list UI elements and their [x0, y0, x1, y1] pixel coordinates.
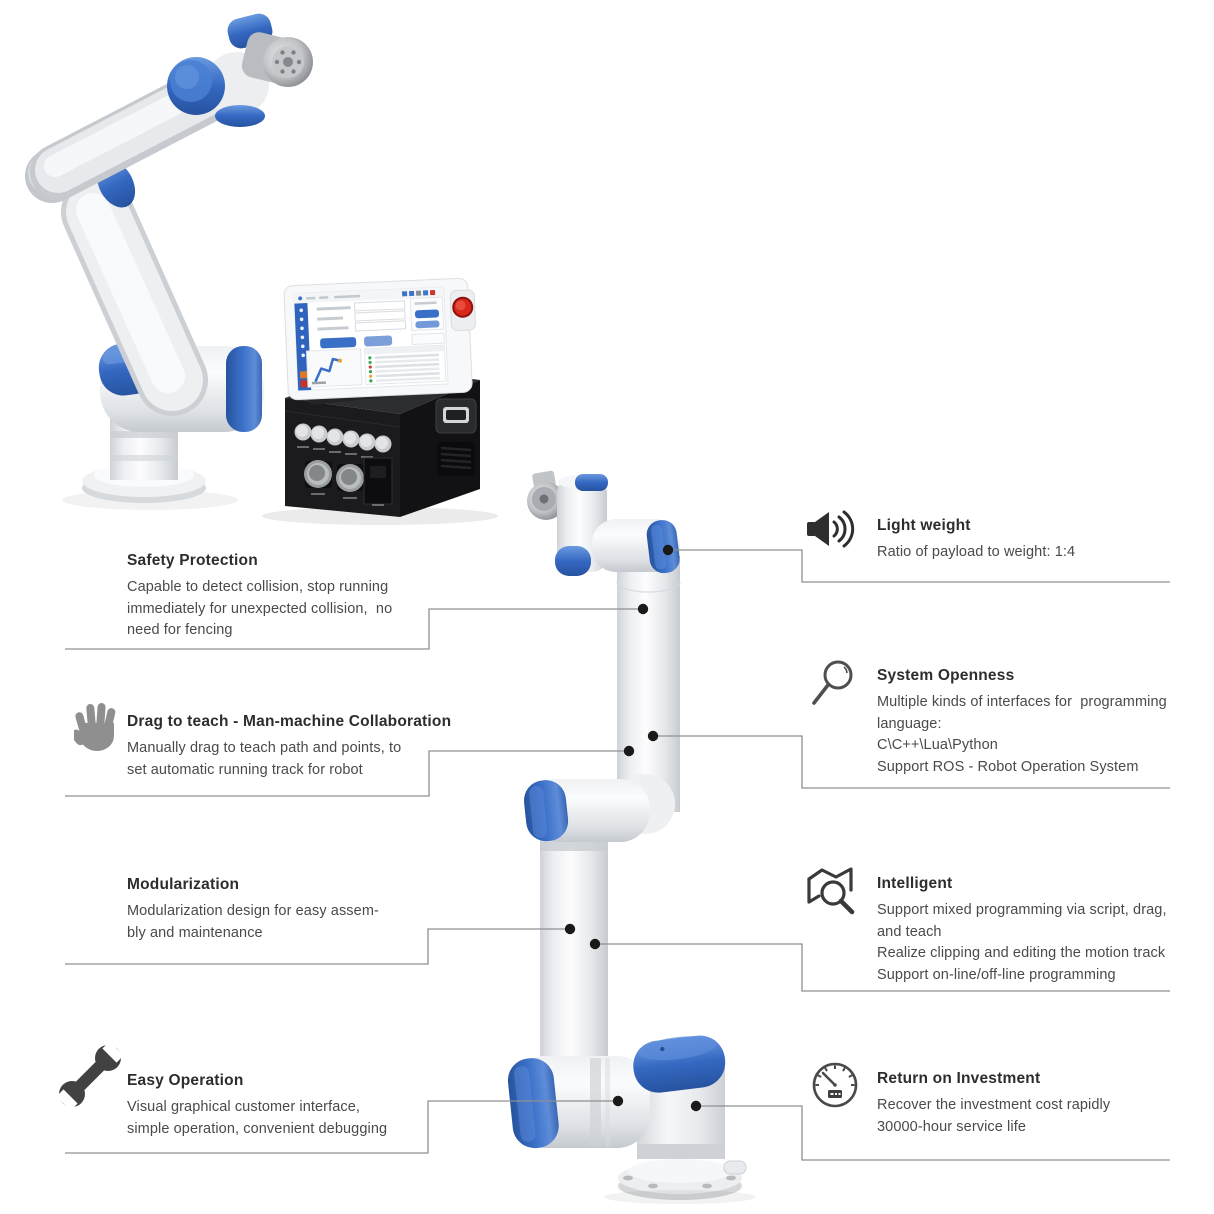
feature-robot-elbow	[523, 774, 675, 842]
callout-line-safety	[65, 608, 643, 650]
callout-line-drag	[65, 750, 629, 797]
magnifier-icon	[810, 658, 860, 715]
callout-lines	[65, 549, 1170, 1161]
control-box-handle	[435, 398, 477, 434]
feature-text-line: Support mixed programming via script, dr…	[877, 902, 1167, 918]
feature-return-on-investment: Return on Investment Recover the investm…	[877, 1069, 1197, 1138]
feature-text-line: need for fencing	[127, 622, 233, 638]
feature-text-line: Modularization design for easy assem-	[127, 903, 379, 919]
feature-text-line: Support on-line/off-line programming	[877, 966, 1116, 983]
feature-text-line: Realize clipping and editing the motion …	[877, 945, 1166, 961]
feature-robot-upper-tube	[617, 556, 680, 812]
map-search-icon	[806, 864, 862, 921]
callout-line-intelligent	[595, 943, 1170, 992]
feature-text-line: Manually drag to teach path and points, …	[127, 740, 402, 756]
callout-line-modularization	[65, 928, 570, 965]
feature-intelligent: Intelligent Support mixed programming vi…	[877, 874, 1207, 986]
feature-modularization: Modularization Modularization design for…	[127, 875, 457, 944]
callout-line-roi	[696, 1105, 1170, 1161]
emergency-stop-button	[452, 296, 474, 318]
feature-system-openness: System Openness Multiple kinds of interf…	[877, 666, 1207, 778]
feature-drag-to-teach: Drag to teach - Man-machine Collaboratio…	[127, 712, 507, 781]
feature-robot	[507, 470, 756, 1204]
feature-title: Return on Investment	[877, 1070, 1041, 1087]
feature-title: Safety Protection	[127, 552, 258, 569]
speaker-icon	[806, 509, 862, 554]
wrench-icon	[56, 1041, 124, 1115]
hand-icon	[71, 702, 120, 761]
feature-text-line: Recover the investment cost rapidly	[877, 1097, 1111, 1113]
feature-title: Easy Operation	[127, 1072, 244, 1089]
control-box-connectors	[304, 460, 364, 499]
callout-line-easy-operation	[65, 1100, 618, 1154]
robot-tool-flange	[227, 13, 313, 87]
callout-line-light-weight	[668, 549, 1170, 583]
feature-easy-operation: Easy Operation Visual graphical customer…	[127, 1071, 457, 1140]
teach-pendant	[283, 277, 476, 405]
feature-text-line: Visual graphical customer interface,	[127, 1099, 361, 1115]
feature-text-line: Capable to detect collision, stop runnin…	[127, 579, 389, 595]
feature-text-line: bly and maintenance	[127, 924, 263, 941]
robot-upper-arm	[61, 176, 208, 416]
feature-robot-wrist	[527, 470, 680, 576]
feature-title: System Openness	[877, 667, 1015, 684]
feature-light-weight: Light weight Ratio of payload to weight:…	[877, 516, 1197, 564]
feature-robot-base	[507, 1035, 756, 1204]
feature-text-line: immediately for unexpected collision, no	[127, 600, 393, 617]
feature-title: Modularization	[127, 876, 240, 893]
callout-line-system-openness	[653, 735, 1170, 789]
feature-safety-protection: Safety Protection Capable to detect coll…	[127, 551, 457, 642]
feature-title: Light weight	[877, 517, 971, 534]
feature-text-line: language:	[877, 715, 942, 732]
control-box	[262, 366, 498, 525]
callout-dots	[564, 544, 702, 1112]
pendant-screen	[293, 286, 449, 392]
feature-text-line: Support ROS - Robot Operation System	[877, 758, 1139, 775]
control-box-fan	[437, 442, 475, 476]
feature-text-line: 30000-hour service life	[877, 1118, 1026, 1135]
feature-title: Drag to teach - Man-machine Collaboratio…	[127, 713, 452, 730]
gauge-icon	[810, 1060, 860, 1115]
feature-robot-lower-tube	[540, 816, 608, 1056]
feature-text-line: simple operation, convenient debugging	[127, 1120, 388, 1137]
feature-text-line: Ratio of payload to weight: 1:4	[877, 544, 1076, 560]
feature-text-line: set automatic running track for robot	[127, 761, 363, 778]
control-box-panel	[363, 457, 393, 505]
demo-robot-arm	[25, 13, 313, 510]
feature-text-line: and teach	[877, 923, 942, 940]
feature-text-line: Multiple kinds of interfaces for program…	[877, 694, 1167, 710]
feature-title: Intelligent	[877, 875, 953, 892]
feature-text-line: C\C++\Lua\Python	[877, 737, 998, 753]
